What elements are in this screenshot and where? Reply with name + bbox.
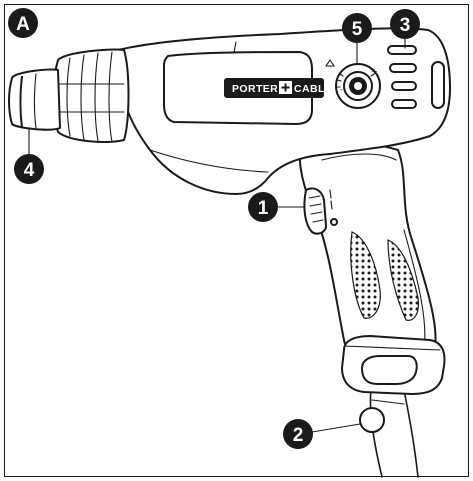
callout-4-label: 4 — [24, 160, 35, 181]
brand-name-right: CABLE — [294, 83, 332, 95]
lock-slider — [329, 189, 338, 226]
rear-vents — [387, 45, 445, 109]
callout-3-label: 3 — [400, 15, 411, 36]
callout-2: 2 — [283, 419, 313, 449]
grip-texture — [350, 231, 419, 321]
brand-plate: PORTER CABLE — [224, 78, 332, 98]
callout-2-label: 2 — [293, 425, 304, 446]
callout-1-label: 1 — [258, 198, 269, 219]
temperature-dial[interactable]: + - — [324, 59, 381, 109]
handle-base — [341, 335, 446, 395]
callout-3: 3 — [390, 9, 420, 39]
callout-5: 5 — [342, 13, 372, 43]
callout-1: 1 — [248, 192, 278, 222]
figure-frame — [4, 4, 469, 477]
nozzle-collar — [52, 48, 130, 143]
trigger[interactable] — [303, 187, 327, 235]
callout-4: 4 — [14, 154, 44, 184]
callout-5-label: 5 — [352, 19, 363, 40]
brand-name-left: PORTER — [232, 83, 278, 95]
svg-text:+: + — [371, 67, 378, 76]
panel-label-text: A — [16, 14, 30, 35]
nozzle-tip — [8, 68, 61, 131]
panel-label: A — [8, 8, 38, 38]
hang-ring — [359, 407, 385, 433]
leader-lines — [28, 37, 406, 433]
svg-text:-: - — [340, 85, 343, 94]
